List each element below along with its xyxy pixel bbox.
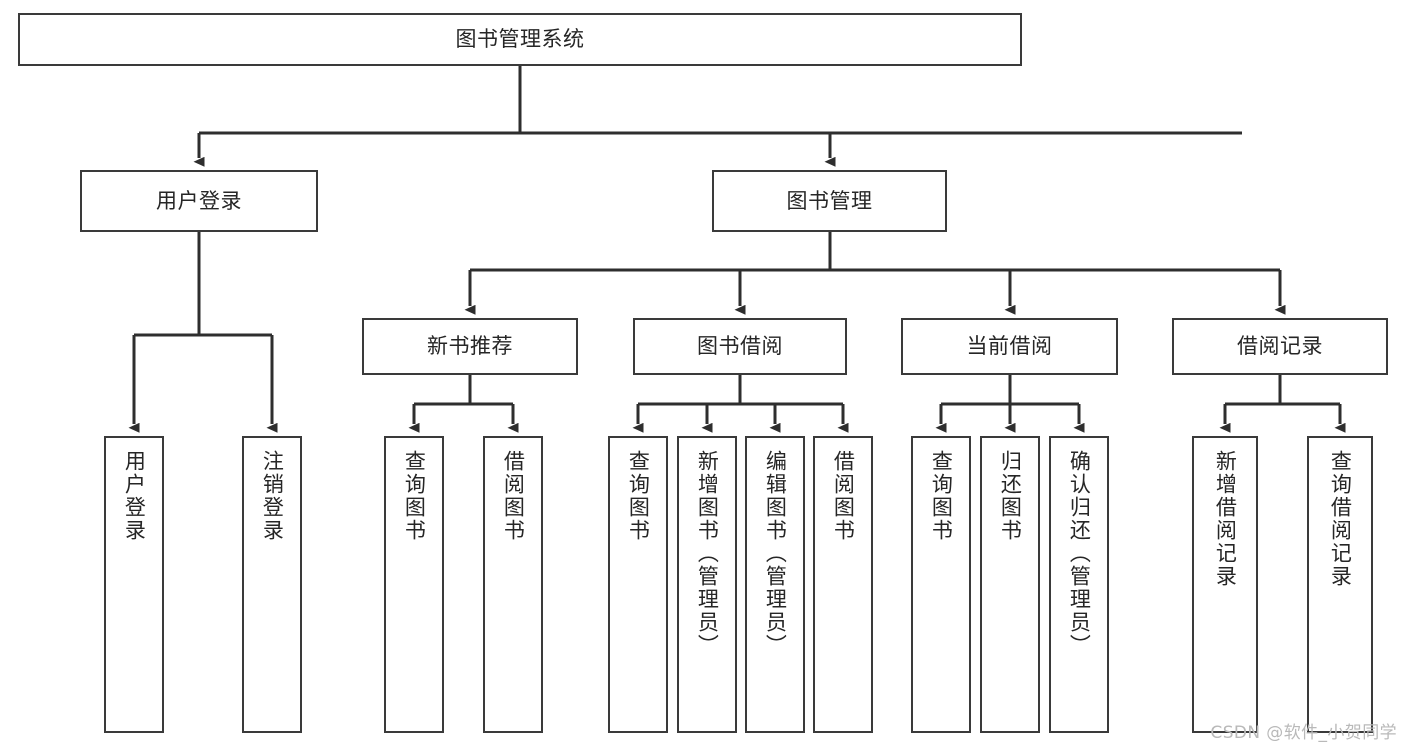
leaf-edit-book[interactable]: 编辑图书（管理员） <box>745 436 805 733</box>
leaf-query-book-1-label: 查询图书 <box>402 450 427 542</box>
leaf-add-record[interactable]: 新增借阅记录 <box>1192 436 1258 733</box>
node-new-book-recommend[interactable]: 新书推荐 <box>362 318 578 375</box>
leaf-query-book-3[interactable]: 查询图书 <box>911 436 971 733</box>
leaf-logout-login[interactable]: 注销登录 <box>242 436 302 733</box>
leaf-borrow-book-2[interactable]: 借阅图书 <box>813 436 873 733</box>
node-current-borrow-label: 当前借阅 <box>966 334 1053 359</box>
leaf-logout-login-label: 注销登录 <box>260 450 285 542</box>
leaf-query-book-2-label: 查询图书 <box>626 450 651 542</box>
leaf-query-book-1[interactable]: 查询图书 <box>384 436 444 733</box>
leaf-query-record-label: 查询借阅记录 <box>1328 450 1353 588</box>
leaf-edit-book-label: 编辑图书（管理员） <box>763 450 788 657</box>
node-current-borrow[interactable]: 当前借阅 <box>901 318 1118 375</box>
leaf-borrow-book-1[interactable]: 借阅图书 <box>483 436 543 733</box>
node-borrow-record[interactable]: 借阅记录 <box>1172 318 1388 375</box>
leaf-borrow-book-2-label: 借阅图书 <box>831 450 856 542</box>
leaf-user-login[interactable]: 用户登录 <box>104 436 164 733</box>
node-new-book-recommend-label: 新书推荐 <box>427 334 513 359</box>
leaf-query-record[interactable]: 查询借阅记录 <box>1307 436 1373 733</box>
node-user-login-label: 用户登录 <box>156 188 242 213</box>
node-book-manage[interactable]: 图书管理 <box>712 170 947 232</box>
node-book-borrow[interactable]: 图书借阅 <box>633 318 847 375</box>
node-book-borrow-label: 图书借阅 <box>697 334 783 359</box>
leaf-add-book-label: 新增图书（管理员） <box>695 450 720 657</box>
node-book-manage-label: 图书管理 <box>786 188 873 213</box>
leaf-borrow-book-1-label: 借阅图书 <box>501 450 526 542</box>
leaf-user-login-label: 用户登录 <box>122 450 147 542</box>
node-root[interactable]: 图书管理系统 <box>18 13 1022 66</box>
leaf-confirm-return[interactable]: 确认归还（管理员） <box>1049 436 1109 733</box>
node-user-login[interactable]: 用户登录 <box>80 170 318 232</box>
leaf-return-book-label: 归还图书 <box>998 450 1023 542</box>
leaf-query-book-2[interactable]: 查询图书 <box>608 436 668 733</box>
leaf-return-book[interactable]: 归还图书 <box>980 436 1040 733</box>
node-root-label: 图书管理系统 <box>455 27 585 52</box>
leaf-add-book[interactable]: 新增图书（管理员） <box>677 436 737 733</box>
leaf-add-record-label: 新增借阅记录 <box>1213 450 1238 588</box>
leaf-confirm-return-label: 确认归还（管理员） <box>1067 450 1092 657</box>
leaf-query-book-3-label: 查询图书 <box>929 450 954 542</box>
node-borrow-record-label: 借阅记录 <box>1237 334 1323 359</box>
watermark-text: CSDN @软件_小贺同学 <box>1210 723 1397 743</box>
